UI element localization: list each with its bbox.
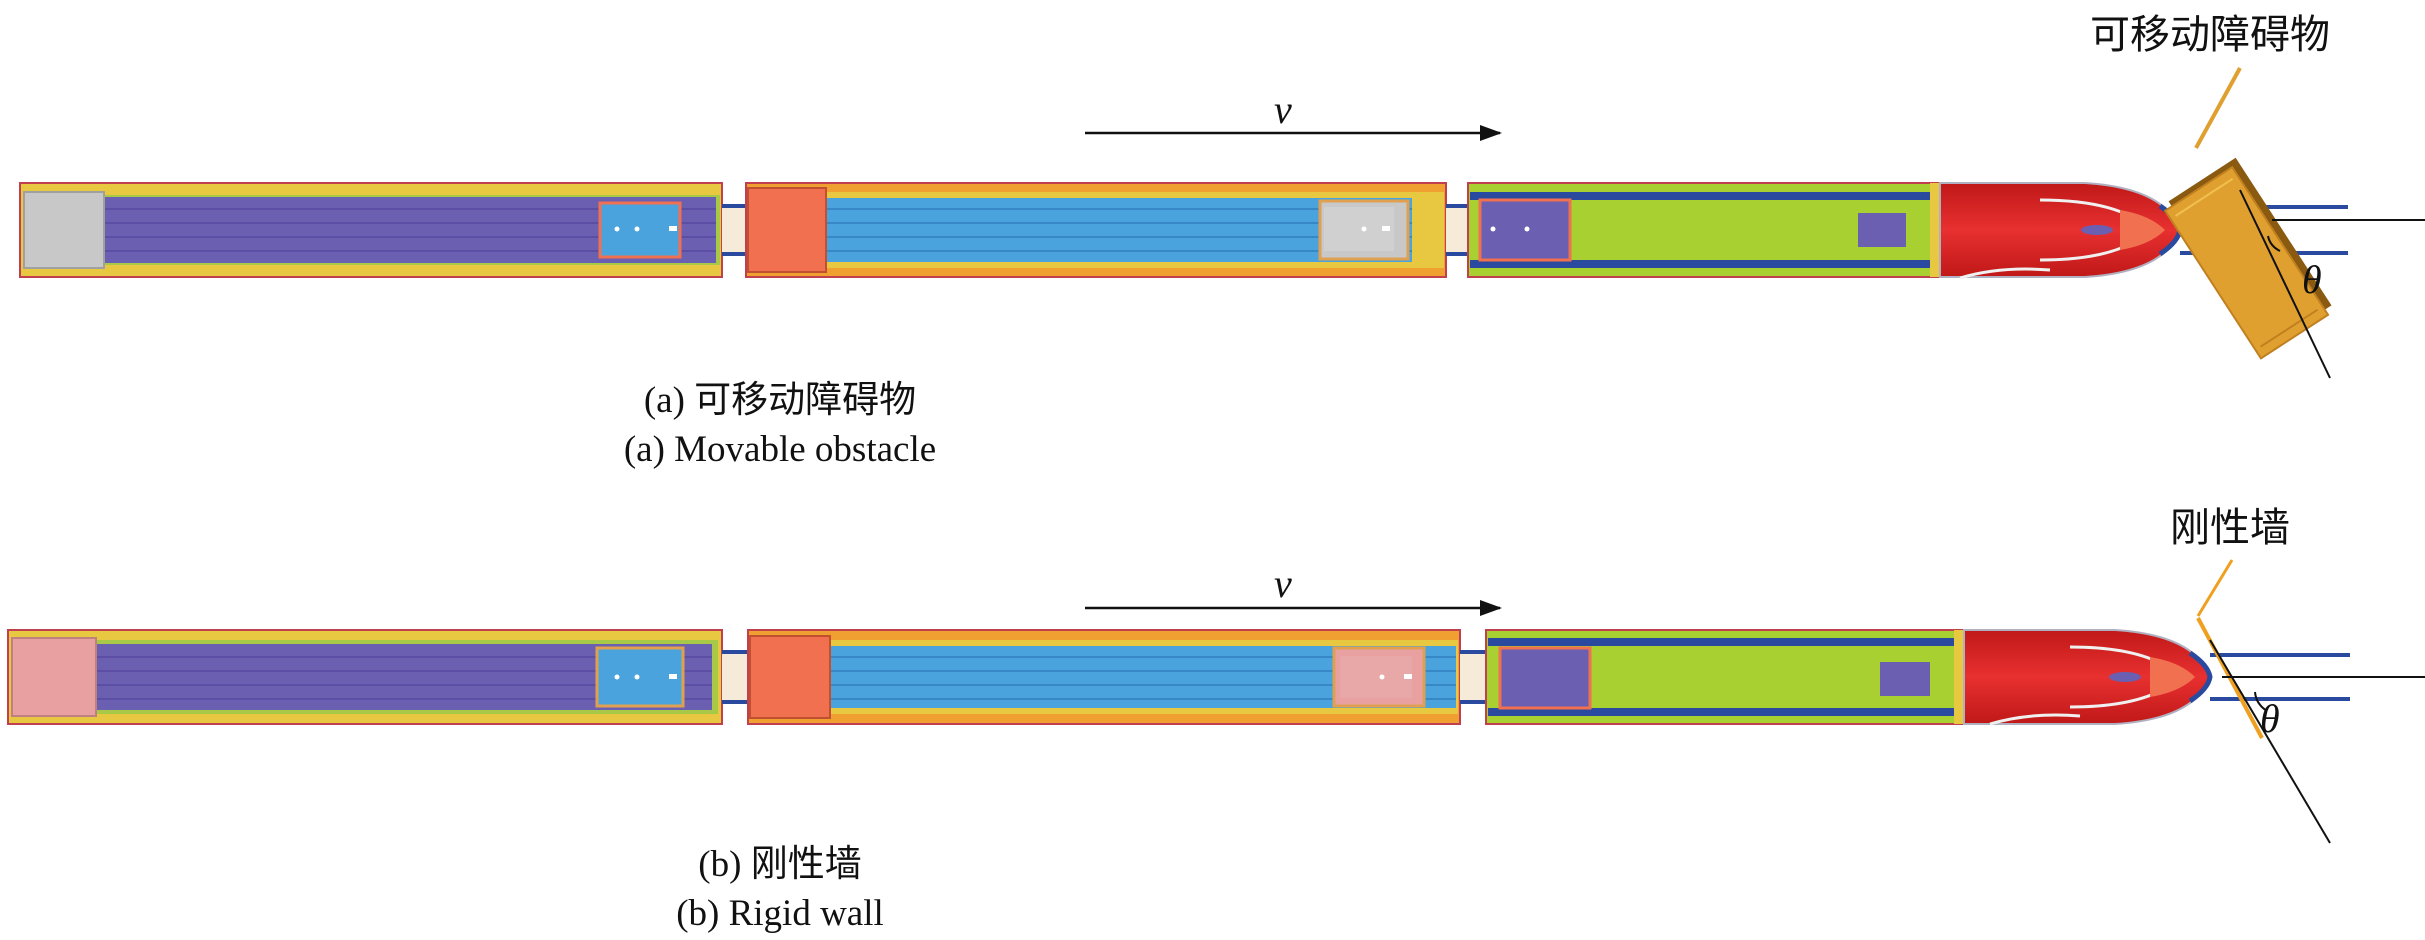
caption-b-en: (b) Rigid wall xyxy=(676,893,884,934)
angle-label: θ xyxy=(2302,257,2322,302)
caption-a-en: (a) Movable obstacle xyxy=(623,429,937,470)
obstacle-leader-line xyxy=(2194,67,2242,149)
rear-car xyxy=(7,629,723,725)
panel-a xyxy=(19,67,2425,379)
train-nose xyxy=(1939,182,2183,280)
angle-label: θ xyxy=(2260,696,2280,741)
train-nose xyxy=(1963,629,2213,726)
wall-label: 刚性墙 xyxy=(2170,505,2290,550)
angle-slanted-line xyxy=(2239,189,2331,379)
panel-b xyxy=(7,559,2425,844)
caption-a-cn: (a) 可移动障碍物 xyxy=(643,380,917,421)
angle-arc xyxy=(2254,691,2268,712)
wall-leader-line xyxy=(2196,559,2234,617)
obstacle-label: 可移动障碍物 xyxy=(2090,12,2330,57)
rear-car xyxy=(19,182,723,278)
angle-arc xyxy=(2267,235,2281,252)
velocity-label: v xyxy=(1274,561,1292,606)
angle-slanted-line xyxy=(2209,639,2331,844)
movable-obstacle xyxy=(2163,157,2332,360)
caption-b-cn: (b) 刚性墙 xyxy=(698,844,862,885)
velocity-label: v xyxy=(1274,87,1292,132)
lead-car xyxy=(1485,629,1965,725)
lead-car xyxy=(1467,182,1941,278)
middle-car xyxy=(745,182,1447,278)
middle-car xyxy=(747,629,1461,725)
